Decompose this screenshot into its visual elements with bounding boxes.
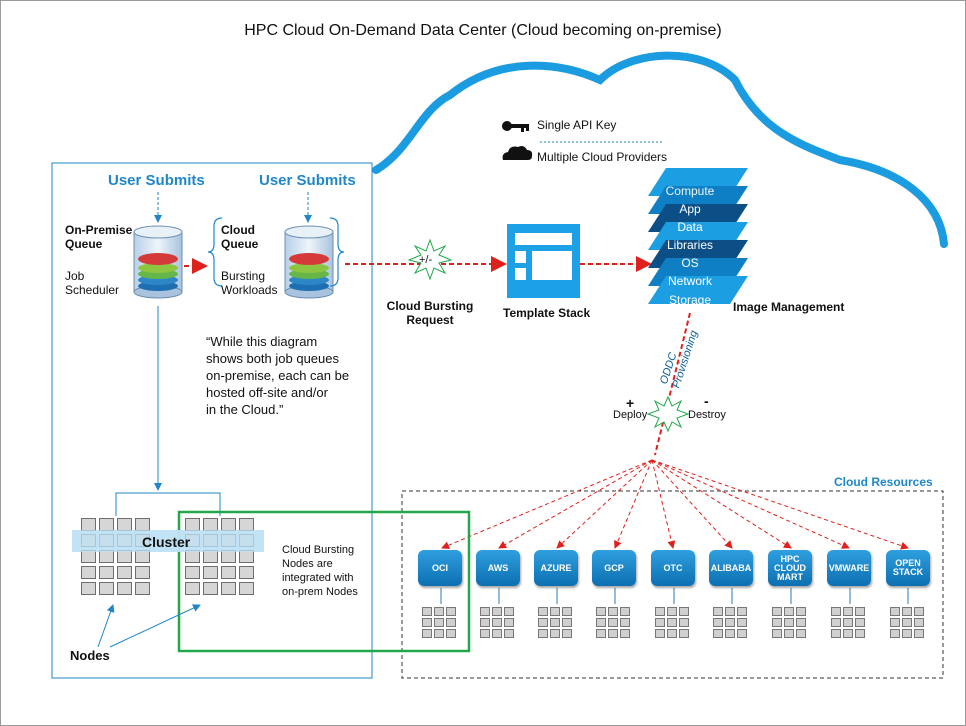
destroy-sign: - xyxy=(704,393,709,409)
deploy-label: Deploy xyxy=(613,409,648,421)
page-title: HPC Cloud On-Demand Data Center (Cloud b… xyxy=(244,22,722,39)
template-stack-label: Template Stack xyxy=(503,306,591,320)
provider-nodes xyxy=(538,607,572,638)
cluster-label: Cluster xyxy=(142,534,191,550)
template-stack-icon xyxy=(507,224,580,298)
layer-network: Network xyxy=(667,274,712,288)
nodes-label: Nodes xyxy=(70,648,110,663)
provider-nodes xyxy=(713,607,747,638)
layer-storage: Storage xyxy=(668,293,712,307)
onprem-queue-cylinder xyxy=(133,225,183,299)
provider-openstack[interactable]: OPEN STACK xyxy=(886,550,930,586)
layer-data: Data xyxy=(677,220,703,234)
user-submits-right: User Submits xyxy=(259,172,356,189)
provider-otc[interactable]: OTC xyxy=(651,550,695,586)
legend-api-key: Single API Key xyxy=(537,118,617,132)
provisioning-star-icon xyxy=(646,395,690,433)
deploy-sign: + xyxy=(626,395,635,411)
image-layers xyxy=(648,168,748,304)
provider-oci[interactable]: OCI xyxy=(418,550,462,586)
cloud-queue-cylinder xyxy=(284,225,334,299)
small-cloud-icon xyxy=(502,146,533,160)
provider-alibaba[interactable]: ALIBABA xyxy=(709,550,753,586)
provider-nodes xyxy=(596,607,630,638)
bursting-symbol: +/- xyxy=(419,254,433,266)
key-icon xyxy=(502,121,529,132)
layer-os: OS xyxy=(681,256,699,270)
on-prem-box xyxy=(51,162,373,679)
user-submits-left: User Submits xyxy=(108,172,205,189)
provider-azure[interactable]: AZURE xyxy=(534,550,578,586)
provider-nodes xyxy=(890,607,924,638)
provider-nodes xyxy=(831,607,865,638)
layer-app: App xyxy=(679,202,701,216)
destroy-label: Destroy xyxy=(688,409,726,421)
legend-providers: Multiple Cloud Providers xyxy=(537,150,668,164)
provider-nodes xyxy=(655,607,689,638)
image-management-label: Image Management xyxy=(733,300,845,314)
provider-aws[interactable]: AWS xyxy=(476,550,520,586)
bursting-star-icon xyxy=(407,238,453,281)
provider-nodes xyxy=(772,607,806,638)
cluster-band xyxy=(72,530,264,552)
layer-compute: Compute xyxy=(665,184,715,198)
provider-hpc-cloud-mart[interactable]: HPC CLOUD MART xyxy=(768,550,812,586)
provider-nodes xyxy=(480,607,514,638)
provider-vmware[interactable]: VMWARE xyxy=(827,550,871,586)
cloud-resources-label: Cloud Resources xyxy=(834,475,933,489)
provider-nodes xyxy=(422,607,456,638)
bursting-highlight-box xyxy=(177,510,471,653)
provider-gcp[interactable]: GCP xyxy=(592,550,636,586)
cloud-outline xyxy=(372,51,948,248)
layer-libraries: Libraries xyxy=(666,238,714,252)
